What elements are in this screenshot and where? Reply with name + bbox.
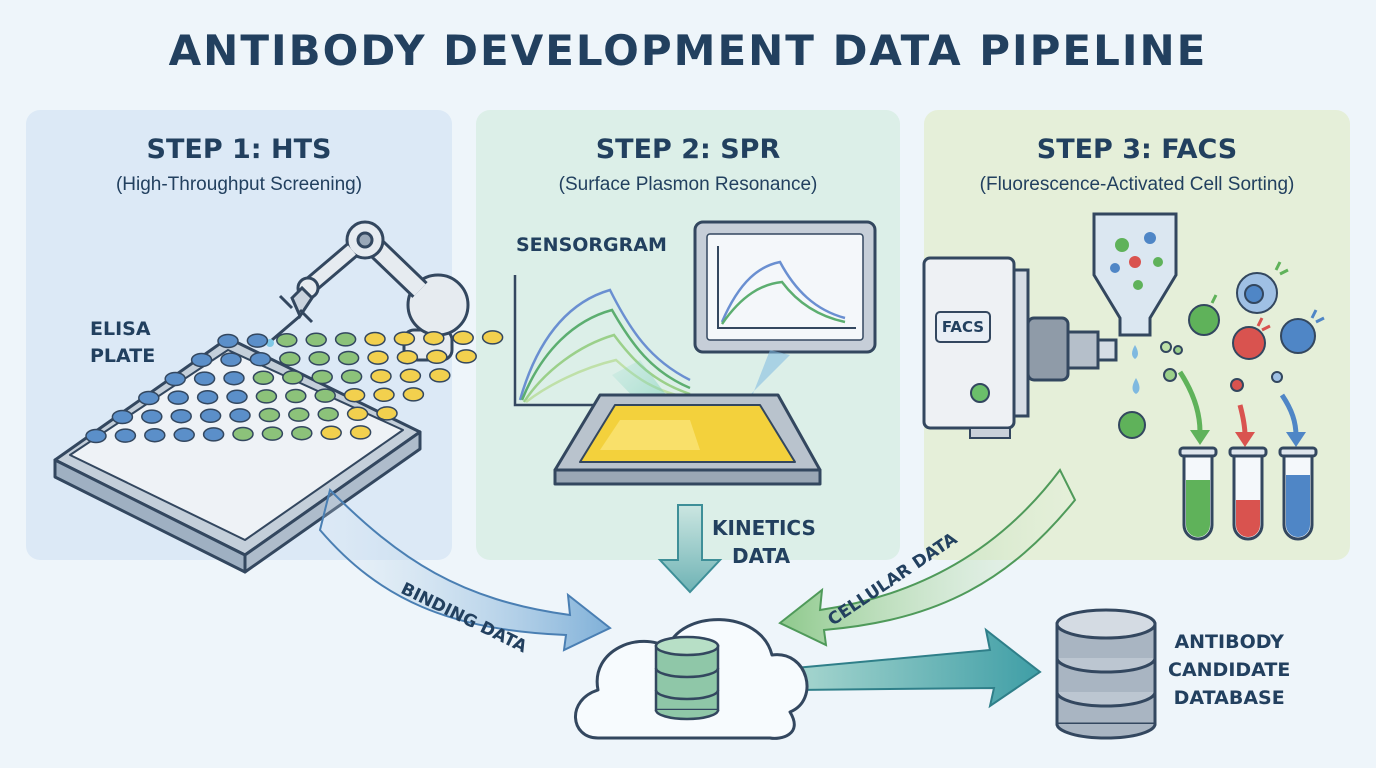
plate-well <box>167 390 189 405</box>
plate-well <box>111 409 134 425</box>
database-icon <box>1055 608 1157 740</box>
plate-well <box>229 408 251 423</box>
step1-title: STEP 1: HTS <box>146 134 332 165</box>
plate-well <box>429 368 451 383</box>
plate-well <box>170 408 192 424</box>
test-tube-icon <box>1178 446 1318 541</box>
plate-well <box>481 330 504 345</box>
step1-subtitle: (High-Throughput Screening) <box>115 174 363 195</box>
plate-well <box>288 407 310 422</box>
plate-well <box>282 370 304 385</box>
plate-well <box>217 333 239 349</box>
plate-well <box>320 425 342 441</box>
plate-well <box>396 349 419 365</box>
elisa-plate-icon <box>53 330 504 574</box>
plate-well <box>258 407 281 423</box>
plate-well <box>193 371 216 386</box>
nozzle-icon <box>1092 212 1178 394</box>
kinetics-data-label: KINETICS DATA <box>712 514 816 570</box>
binding-data-arrow <box>318 488 612 652</box>
step2-title: STEP 2: SPR <box>595 134 781 165</box>
elisa-plate-label: ELISA PLATE <box>90 316 155 370</box>
plate-well <box>85 428 107 444</box>
cell-icon <box>1118 261 1325 439</box>
plate-well <box>114 428 137 443</box>
database-line2: CANDIDATE <box>1168 659 1291 681</box>
cellular-data-arrow <box>778 468 1077 647</box>
sensor-chip-icon <box>553 393 822 486</box>
plate-well <box>261 426 284 441</box>
plate-well <box>276 332 298 348</box>
plate-well <box>223 370 245 386</box>
plate-well <box>199 408 222 424</box>
plate-well <box>452 330 474 346</box>
plate-well <box>393 331 416 346</box>
candidate-database-label: ANTIBODY CANDIDATE DATABASE <box>1168 628 1290 712</box>
database-line1: ANTIBODY <box>1174 631 1284 653</box>
plate-well <box>373 387 395 403</box>
plate-well <box>367 350 389 365</box>
kinetics-line2: DATA <box>732 544 791 568</box>
kinetics-line1: KINETICS <box>712 516 816 540</box>
plate-well <box>232 426 254 442</box>
plate-well <box>308 351 330 366</box>
plate-well <box>426 349 448 365</box>
plate-well <box>423 330 445 346</box>
plate-well <box>138 390 160 406</box>
cloud-to-database-arrow <box>794 627 1042 709</box>
database-line3: DATABASE <box>1173 687 1285 709</box>
plate-well <box>164 371 186 387</box>
plate-well <box>337 350 360 366</box>
plate-well <box>291 425 313 441</box>
plate-well <box>220 352 242 367</box>
step3-subtitle: (Fluorescence-Activated Cell Sorting) <box>979 174 1295 195</box>
step2-subtitle: (Surface Plasmon Resonance) <box>558 174 818 195</box>
robot-arm-icon <box>271 220 470 362</box>
plate-well <box>343 387 366 403</box>
elisa-label-line1: ELISA <box>90 318 151 340</box>
plate-well <box>376 406 398 421</box>
sensorgram-label: SENSORGRAM <box>516 234 667 256</box>
monitor-icon <box>693 220 877 354</box>
plate-well <box>455 349 477 364</box>
plate-well <box>305 332 327 348</box>
cloud-database-icon <box>654 635 720 721</box>
plate-well <box>340 369 363 384</box>
plate-well <box>370 368 392 384</box>
page-title: ANTIBODY DEVELOPMENT DATA PIPELINE <box>168 26 1208 75</box>
plate-well <box>399 368 422 384</box>
plate-well <box>317 406 339 422</box>
sensorgram-chart-icon <box>513 275 700 407</box>
plate-well <box>173 427 195 443</box>
plate-well <box>202 427 225 442</box>
plate-well <box>311 369 333 385</box>
plate-well <box>364 331 386 347</box>
plate-well <box>196 389 219 405</box>
plate-well <box>226 389 248 405</box>
plate-well <box>144 427 166 443</box>
plate-well <box>190 352 213 368</box>
plate-well <box>314 388 336 403</box>
plate-well <box>246 333 269 348</box>
step3-title: STEP 3: FACS <box>1036 134 1238 165</box>
facs-device-label: FACS <box>941 318 985 336</box>
plate-well <box>334 332 357 347</box>
plate-well <box>255 389 278 404</box>
plate-well <box>141 409 163 424</box>
kinetics-data-arrow <box>657 504 723 594</box>
plate-well <box>249 351 272 367</box>
elisa-label-line2: PLATE <box>90 345 156 367</box>
plate-well <box>346 406 369 422</box>
facs-machine-icon <box>922 256 1118 439</box>
plate-well <box>252 370 275 386</box>
plate-well <box>285 388 307 404</box>
plate-well <box>402 387 425 402</box>
plate-well <box>349 425 372 440</box>
plate-well <box>279 351 301 367</box>
